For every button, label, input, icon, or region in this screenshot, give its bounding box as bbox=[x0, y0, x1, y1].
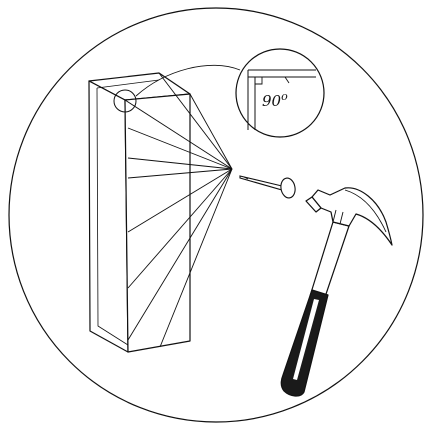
frame-circle bbox=[8, 7, 424, 423]
diagonal-check-lines bbox=[124, 72, 233, 348]
corner-highlight-circle bbox=[113, 89, 137, 113]
right-angle-detail-icon: 90o bbox=[235, 48, 325, 138]
nail-icon bbox=[239, 175, 296, 199]
detail-connector-line bbox=[135, 64, 241, 97]
angle-label: 90o bbox=[262, 90, 288, 110]
tall-cabinet-icon bbox=[88, 72, 191, 353]
hammer-icon bbox=[280, 187, 393, 397]
